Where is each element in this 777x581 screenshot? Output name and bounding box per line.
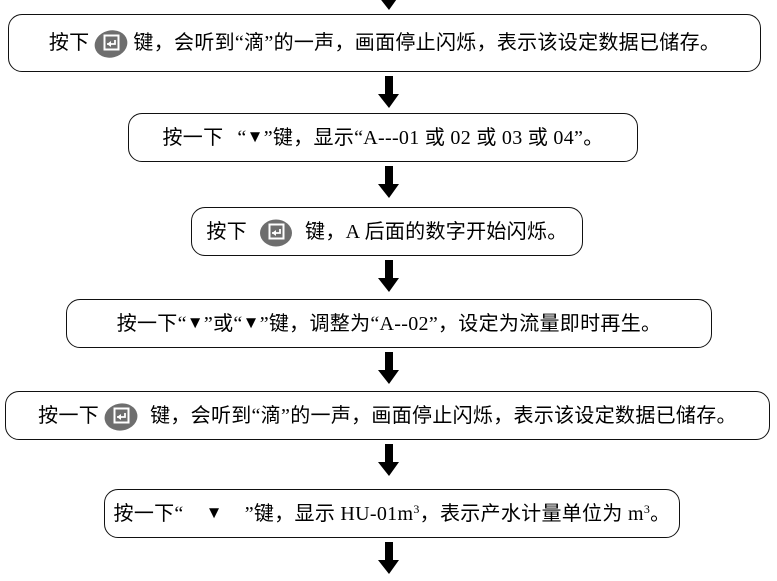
flow-node-2-quote-close: ” — [263, 126, 273, 149]
flow-arrow-2 — [374, 166, 404, 200]
flow-node-4-text-middle: ”或“ — [203, 312, 243, 335]
flow-node-5-text-after: 键，会听到“滴”的一声，画面停止闪烁，表示该设定数据已储存。 — [150, 404, 737, 427]
flow-arrow-4 — [374, 352, 404, 386]
flow-node-4[interactable]: 按一下“ ▼ ”或“ ▼ ”键，调整为“A--02”，设定为流量即时再生。 — [66, 299, 712, 348]
flow-node-3[interactable]: 按下 键，A 后面的数字开始闪烁。 — [191, 207, 583, 256]
flow-node-1-text: 按下 键，会听到“滴”的一声，画面停止闪烁，表示该设定数据已储存。 — [49, 28, 720, 58]
flow-node-4-text-before: 按一下“ — [116, 312, 187, 335]
flow-node-4-text: 按一下“ ▼ ”或“ ▼ ”键，调整为“A--02”，设定为流量即时再生。 — [117, 313, 662, 335]
flow-node-6-text-before: 按一下“ — [113, 502, 184, 525]
flow-node-2-text-before: 按一下 — [162, 126, 224, 149]
flow-node-1[interactable]: 按下 键，会听到“滴”的一声，画面停止闪烁，表示该设定数据已储存。 — [8, 14, 761, 72]
down-triangle-icon: ▼ — [205, 503, 223, 522]
flow-node-1-text-after: 键，会听到“滴”的一声，画面停止闪烁，表示该设定数据已储存。 — [133, 32, 721, 54]
flow-node-6-text-middle: ，表示产水计量单位为 m — [419, 502, 644, 525]
enter-key-icon — [104, 402, 138, 432]
flow-node-5-text: 按一下 键，会听到“滴”的一声，画面停止闪烁，表示该设定数据已储存。 — [38, 401, 737, 431]
flow-node-2-text-after: 键，显示“A---01 或 02 或 03 或 04”。 — [272, 126, 604, 149]
flow-arrow-1 — [374, 76, 404, 110]
flow-node-2-quote-open: “ — [237, 126, 247, 149]
down-triangle-icon-2: ▼ — [242, 313, 260, 332]
flow-node-3-text-after: 键，A 后面的数字开始闪烁。 — [305, 220, 568, 243]
flow-arrow-bottom — [374, 542, 404, 576]
enter-key-icon — [94, 29, 128, 59]
flow-node-2-text: 按一下 “ ▼ ” 键，显示“A---01 或 02 或 03 或 04”。 — [163, 127, 604, 149]
flow-node-3-text: 按下 键，A 后面的数字开始闪烁。 — [206, 217, 567, 247]
flow-node-4-text-after: ”键，调整为“A--02”，设定为流量即时再生。 — [259, 312, 662, 335]
enter-key-icon — [259, 218, 293, 248]
flow-arrow-5 — [374, 444, 404, 478]
flow-node-5-text-before: 按一下 — [38, 404, 100, 427]
flow-node-2[interactable]: 按一下 “ ▼ ” 键，显示“A---01 或 02 或 03 或 04”。 — [128, 113, 638, 162]
down-triangle-icon: ▼ — [246, 127, 264, 146]
flow-node-3-text-before: 按下 — [206, 220, 248, 243]
flow-arrow-3 — [374, 260, 404, 294]
flow-node-6-text-end: 。 — [650, 502, 671, 525]
down-triangle-icon-1: ▼ — [186, 313, 204, 332]
flow-node-6-quote-close: ”键，显示 HU-01m — [244, 502, 414, 525]
flow-node-1-text-before: 按下 — [48, 32, 90, 54]
flow-arrow-top — [374, 0, 404, 12]
flow-node-5[interactable]: 按一下 键，会听到“滴”的一声，画面停止闪烁，表示该设定数据已储存。 — [5, 391, 770, 440]
